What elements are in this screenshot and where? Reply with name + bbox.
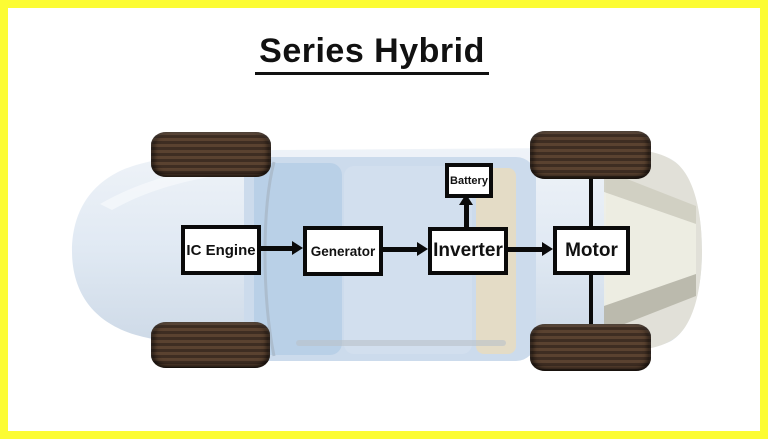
inverter-label: Inverter [433, 240, 503, 261]
arrow-generator-to-inverter-line [383, 247, 418, 252]
car-rear-band-middle [604, 192, 696, 306]
arrow-icengine-to-generator-head [292, 241, 303, 255]
arrow-icengine-to-generator-line [261, 246, 293, 251]
arrow-inverter-to-battery-line [464, 204, 469, 228]
page-title: Series Hybrid [255, 32, 489, 75]
wheel-rear-top [530, 131, 651, 179]
arrow-inverter-to-motor-line [508, 247, 543, 252]
battery-label: Battery [450, 174, 488, 187]
car-cabin-bottom-trim [296, 340, 506, 346]
motor-to-rear-bottom-wheel-line [589, 275, 593, 328]
ic-engine-label: IC Engine [186, 241, 256, 259]
wheel-rear-bottom [530, 324, 651, 371]
car-windshield-line [263, 161, 276, 357]
car-rear-band-lower [604, 274, 696, 332]
motor-box: Motor [553, 226, 630, 275]
car-cabin-center-panel [344, 166, 472, 354]
generator-box: Generator [303, 226, 383, 276]
battery-box: Battery [445, 163, 493, 198]
car-rear-band-upper [604, 170, 696, 224]
motor-label: Motor [565, 239, 618, 261]
arrow-inverter-to-motor-head [542, 242, 553, 256]
car-cabin-left-glass [254, 163, 342, 355]
wheel-front-bottom [151, 322, 270, 368]
ic-engine-box: IC Engine [181, 225, 261, 275]
wheel-front-top [151, 132, 271, 177]
inverter-box: Inverter [428, 227, 508, 275]
arrow-generator-to-inverter-head [417, 242, 428, 256]
motor-to-rear-top-wheel-line [589, 173, 593, 226]
title-container: Series Hybrid [8, 32, 736, 75]
generator-label: Generator [310, 243, 376, 259]
arrow-inverter-to-battery-head [459, 194, 473, 205]
